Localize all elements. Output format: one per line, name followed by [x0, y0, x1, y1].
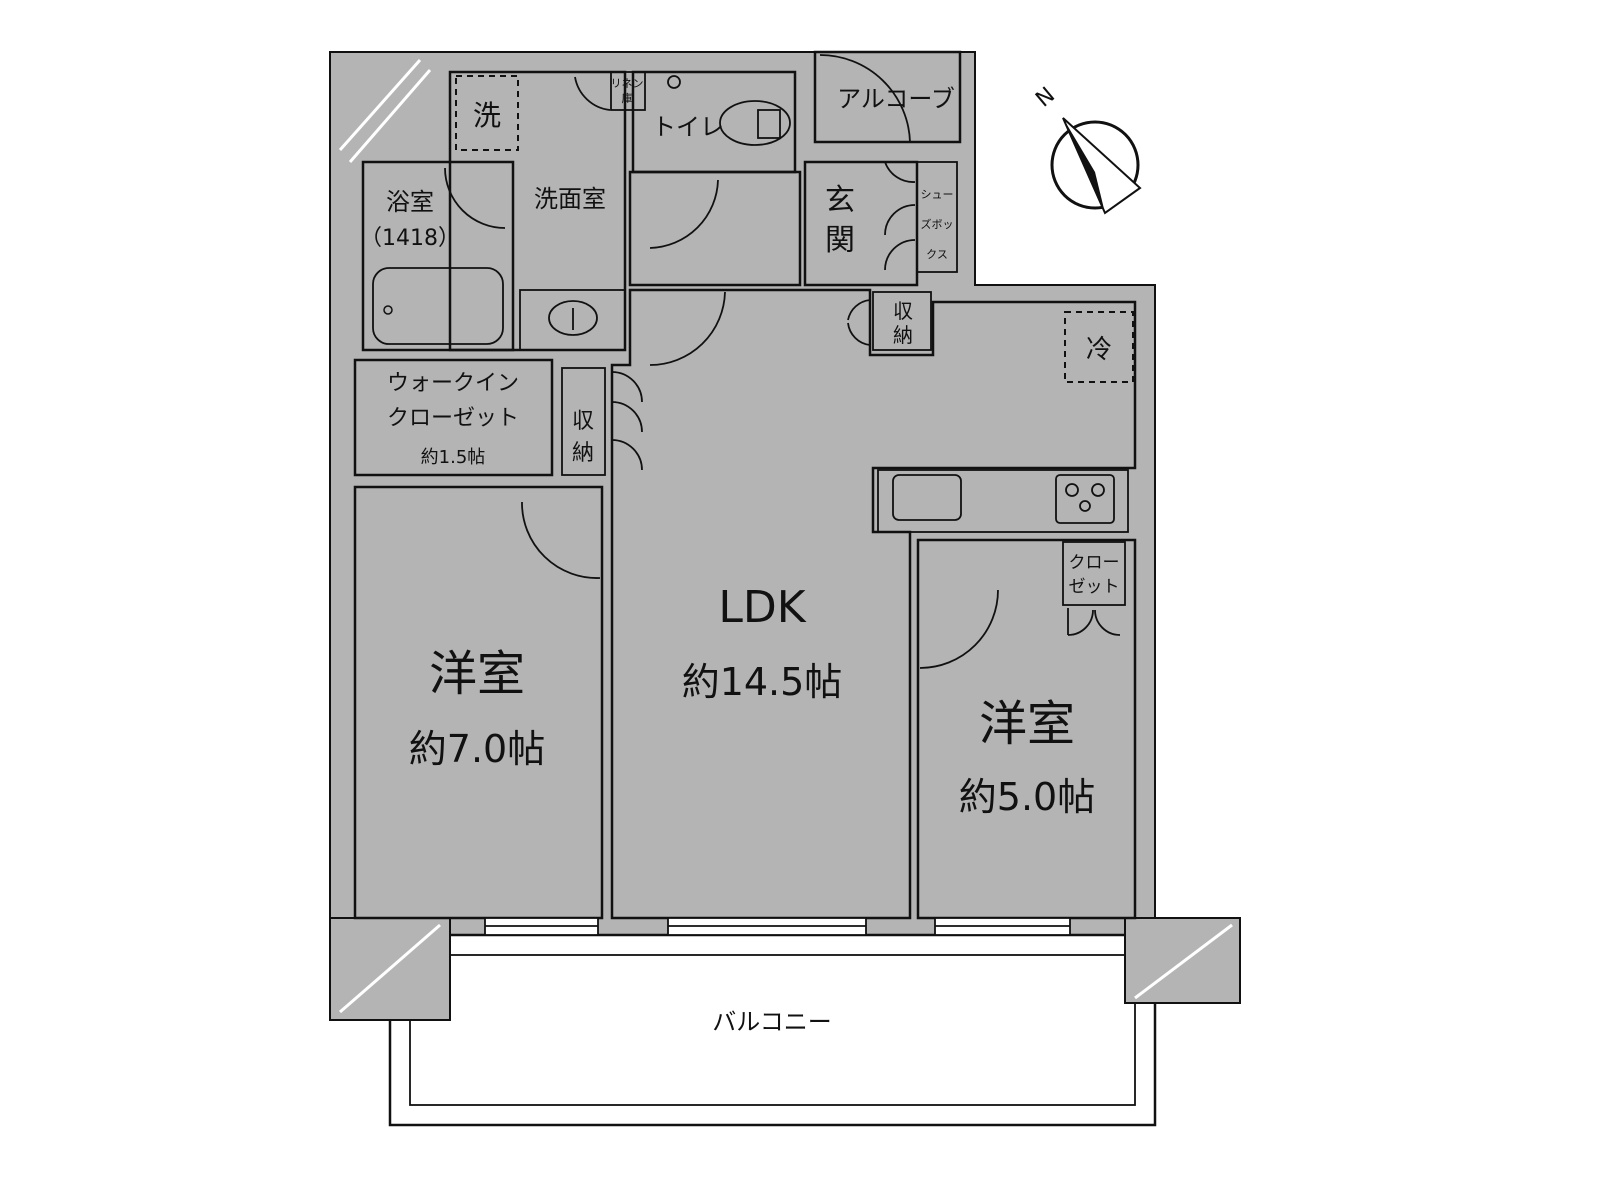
- ldk-label: LDK: [718, 582, 806, 633]
- storage-hall-label: 収: [572, 409, 594, 434]
- closet-label-2: ゼット: [1069, 577, 1120, 597]
- wic-label-2: クローゼット: [387, 406, 519, 431]
- storage-label-2: 納: [893, 323, 913, 347]
- fridge-label: 冷: [1086, 335, 1112, 365]
- hallway: [628, 170, 802, 287]
- closet: [1062, 541, 1126, 606]
- linen-storage: [610, 71, 646, 111]
- western-room-2-size: 約5.0帖: [959, 775, 1095, 819]
- western-room-2-label: 洋室: [979, 696, 1075, 752]
- kitchen-sink-icon: [892, 474, 962, 521]
- ldk: 収 納 冷 収 納 LDK 約14.5帖: [561, 288, 1137, 920]
- storage-entrance: [872, 291, 932, 351]
- wic-label: ウォークイン: [387, 371, 519, 396]
- shoe-box: [916, 161, 958, 273]
- entrance-label: 玄: [825, 183, 855, 218]
- entrance-label-2: 関: [825, 223, 855, 258]
- bathtub-icon: [372, 267, 504, 345]
- linen-label: リネン: [611, 77, 644, 90]
- balcony-label: バルコニー: [712, 1008, 832, 1036]
- bath-label: 浴室: [386, 188, 434, 216]
- laundry-label: 洗: [473, 99, 501, 132]
- fridge-space: [1064, 311, 1134, 383]
- bathroom: [361, 160, 515, 352]
- north-label: N: [1031, 83, 1060, 113]
- bath-size: （1418）: [360, 226, 460, 251]
- kitchen-counter: [877, 469, 1129, 533]
- alcove: [813, 50, 962, 144]
- storage-label: 収: [893, 299, 913, 323]
- windows: [484, 917, 1071, 936]
- walk-in-closet: ウォークイン クローゼット 約1.5帖: [353, 358, 554, 477]
- wic-size: 約1.5帖: [421, 447, 486, 468]
- alcove-label: アルコーブ: [837, 85, 955, 113]
- stove-icon: [1055, 474, 1115, 524]
- balcony: バルコニー: [329, 917, 1241, 1127]
- sink-icon: [548, 300, 598, 336]
- shoe-box-label: シュー: [921, 188, 954, 201]
- north-arrow-icon: N: [1031, 83, 1142, 215]
- linen-label-2: 庫: [622, 91, 633, 105]
- washing-machine-space: [455, 75, 519, 151]
- toilet-label: トイレ: [652, 113, 724, 141]
- toilet-icon: [719, 100, 791, 146]
- entrance-area: アルコーブ 玄 関 シュー ズボッ クス: [628, 50, 962, 287]
- wet-areas: 洗 リネン 庫 トイレ 浴室 （1418） 洗面室: [360, 70, 797, 352]
- storage-hall-label-2: 納: [572, 441, 594, 466]
- ldk-size: 約14.5帖: [682, 660, 843, 704]
- shoe-box-label-2: ズボッ: [921, 217, 954, 231]
- western-room-1-size: 約7.0帖: [409, 727, 545, 771]
- shoe-box-label-3: クス: [926, 248, 948, 261]
- western-room-1-label: 洋室: [429, 646, 525, 702]
- western-room-1: 洋室 約7.0帖: [353, 485, 604, 920]
- closet-label: クロー: [1069, 553, 1120, 573]
- washroom-label: 洗面室: [534, 185, 606, 213]
- storage-hall: [561, 367, 606, 476]
